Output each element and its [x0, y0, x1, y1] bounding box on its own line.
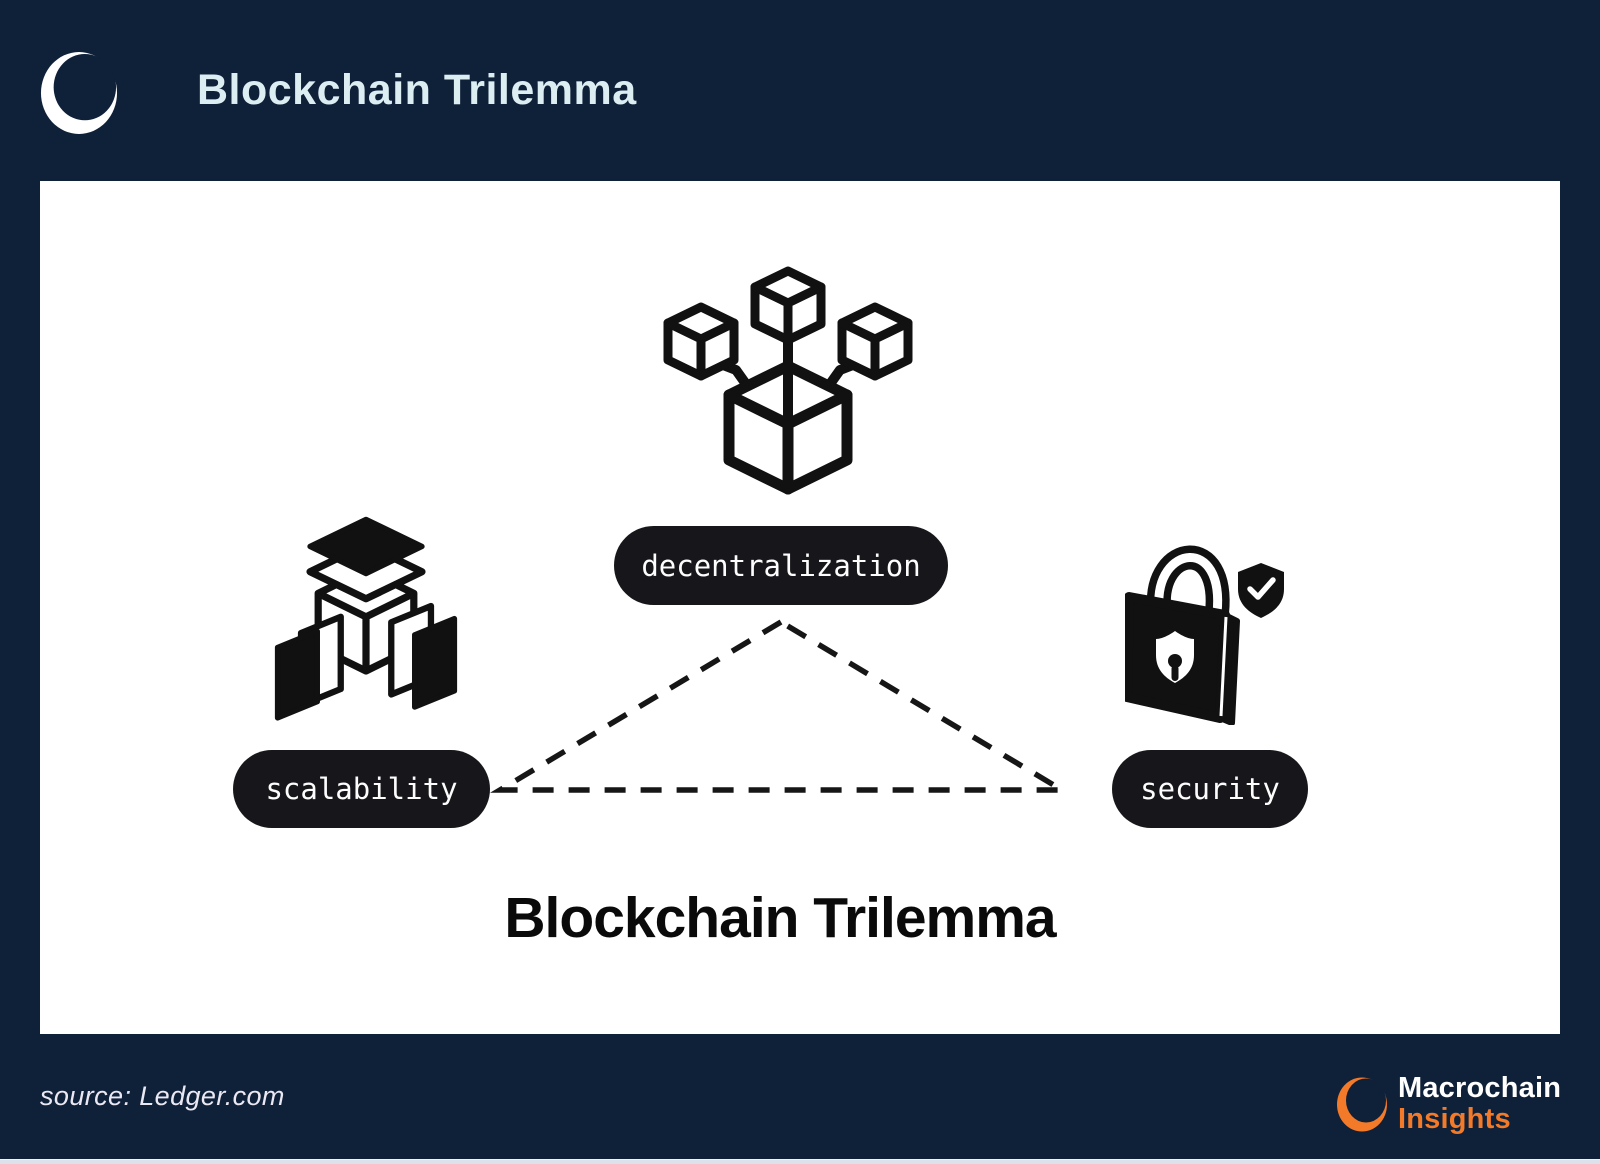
source-credit: source: Ledger.com — [40, 1081, 285, 1111]
brand-footer: Macrochain Insights — [1336, 1073, 1561, 1135]
brand-name-line2: Insights — [1398, 1103, 1511, 1135]
page-title: Blockchain Trilemma — [197, 66, 637, 114]
crescent-ring-logo-icon — [40, 52, 118, 134]
brand-crescent-icon — [1337, 1077, 1387, 1132]
scalability-pill: scalability — [233, 750, 490, 828]
brand-name: Macrochain Insights — [1398, 1073, 1561, 1135]
blockchain-network-icon — [663, 263, 913, 503]
stacked-layers-cube-icon — [268, 514, 464, 726]
bottom-edge-strip — [0, 1159, 1600, 1164]
padlock-check-shield-icon — [1125, 525, 1290, 725]
decentralization-pill: decentralization — [614, 526, 948, 605]
security-pill: security — [1112, 750, 1308, 828]
diagram-caption: Blockchain Trilemma — [504, 886, 1056, 950]
diagram-card: decentralization scalability security Bl… — [40, 181, 1560, 1034]
brand-name-line1: Macrochain — [1398, 1072, 1562, 1104]
